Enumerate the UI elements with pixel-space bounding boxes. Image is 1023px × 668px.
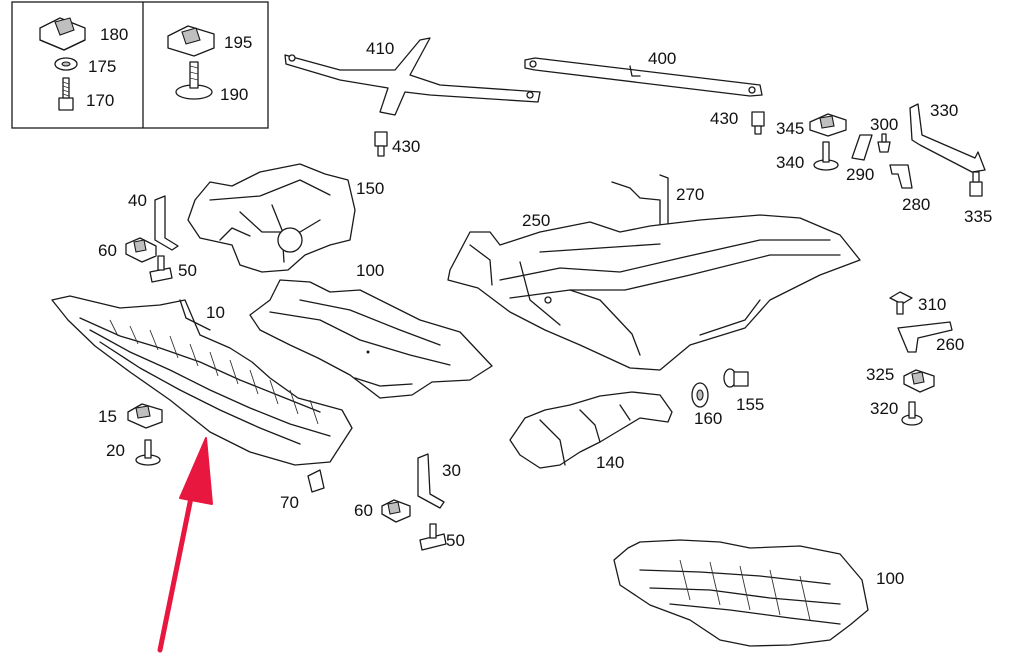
screw-190-icon[interactable] <box>175 61 213 100</box>
callout-155: 155 <box>736 395 764 414</box>
callout-250: 250 <box>522 211 550 230</box>
callout-335: 335 <box>964 207 992 226</box>
screw-320-icon[interactable] <box>901 401 923 426</box>
underbody-panel-100-a[interactable] <box>249 279 493 399</box>
hardware-legend-box <box>11 1 269 129</box>
callout-290: 290 <box>846 165 874 184</box>
callout-260: 260 <box>936 335 964 354</box>
bracket-260-icon[interactable] <box>897 321 953 353</box>
bracket-290-icon[interactable] <box>851 134 873 161</box>
callout-100-a: 100 <box>356 261 384 280</box>
callout-325: 325 <box>866 365 894 384</box>
washer-160-icon[interactable] <box>691 382 709 408</box>
callout-70: 70 <box>280 493 299 512</box>
bracket-40[interactable] <box>154 195 179 251</box>
callout-340: 340 <box>776 153 804 172</box>
callout-20: 20 <box>106 441 125 460</box>
bolt-335-icon[interactable] <box>969 171 983 197</box>
callout-195: 195 <box>224 33 252 52</box>
bolt-430-a-icon[interactable] <box>374 131 388 157</box>
bracket-280-icon[interactable] <box>889 164 913 189</box>
callout-100-b: 100 <box>876 569 904 588</box>
callout-30: 30 <box>442 461 461 480</box>
callout-180: 180 <box>100 25 128 44</box>
bracket-30[interactable] <box>417 453 445 509</box>
callout-345: 345 <box>776 119 804 138</box>
callout-10: 10 <box>206 303 225 322</box>
callout-140: 140 <box>596 453 624 472</box>
liner-140[interactable] <box>509 391 673 469</box>
fastener-50-a-icon[interactable] <box>149 255 173 283</box>
callout-50-a: 50 <box>178 261 197 280</box>
callout-170: 170 <box>86 91 114 110</box>
cross-member-410[interactable] <box>284 37 541 116</box>
callout-410: 410 <box>366 39 394 58</box>
callout-190: 190 <box>220 85 248 104</box>
clip-nut-180-icon[interactable] <box>39 17 86 51</box>
washer-175-icon[interactable] <box>54 57 78 71</box>
screw-20-icon[interactable] <box>135 439 161 466</box>
callout-280: 280 <box>902 195 930 214</box>
clip-325-icon[interactable] <box>903 369 935 393</box>
highlight-arrow <box>157 437 213 653</box>
bracket-270[interactable] <box>611 174 669 233</box>
clip-nut-195-icon[interactable] <box>167 25 215 57</box>
screw-70-icon[interactable] <box>307 469 325 493</box>
liner-150[interactable] <box>187 163 356 273</box>
bracket-330[interactable] <box>909 103 986 173</box>
callout-400: 400 <box>648 49 676 68</box>
front-underbody-panel-10[interactable] <box>51 295 353 466</box>
clip-15-icon[interactable] <box>127 403 163 429</box>
callout-60-a: 60 <box>98 241 117 260</box>
callout-150: 150 <box>356 179 384 198</box>
callout-430-a: 430 <box>392 137 420 156</box>
bolt-300-icon[interactable] <box>877 133 891 153</box>
callout-50-b: 50 <box>446 531 465 550</box>
strut-400[interactable] <box>524 57 763 97</box>
callout-320: 320 <box>870 399 898 418</box>
bolt-430-b-icon[interactable] <box>751 111 765 135</box>
fastener-50-b-icon[interactable] <box>419 523 447 551</box>
callout-270: 270 <box>676 185 704 204</box>
clip-60-a-icon[interactable] <box>125 237 157 263</box>
callout-160: 160 <box>694 409 722 428</box>
callout-310: 310 <box>918 295 946 314</box>
screw-155-icon[interactable] <box>723 368 749 388</box>
bolt-170-icon[interactable] <box>58 77 74 111</box>
callout-60-b: 60 <box>354 501 373 520</box>
callout-430-b: 430 <box>710 109 738 128</box>
callout-40: 40 <box>128 191 147 210</box>
underbody-tray-250[interactable] <box>447 214 861 371</box>
clip-60-b-icon[interactable] <box>381 499 411 523</box>
callout-300: 300 <box>870 115 898 134</box>
callout-15: 15 <box>98 407 117 426</box>
screw-310-icon[interactable] <box>889 291 913 315</box>
screw-340-icon[interactable] <box>813 141 839 171</box>
clip-345-icon[interactable] <box>809 113 847 137</box>
callout-330: 330 <box>930 101 958 120</box>
callout-175: 175 <box>88 57 116 76</box>
underbody-panel-100-b[interactable] <box>613 539 869 647</box>
